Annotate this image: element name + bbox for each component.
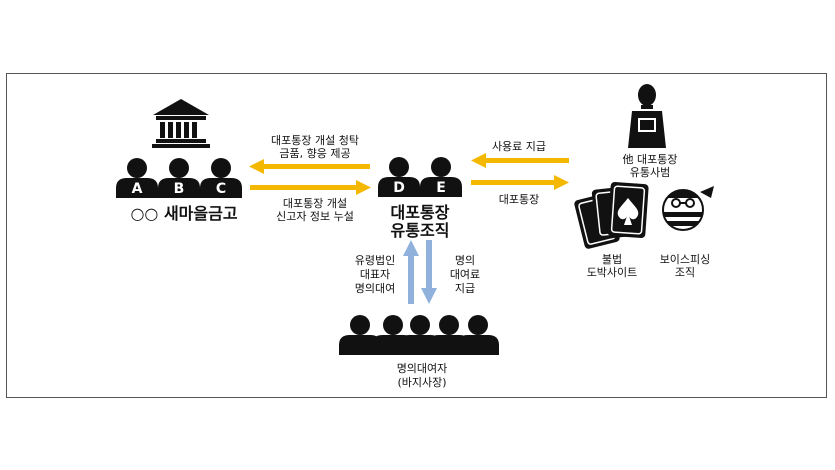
label-down-line3: 지급 [454,282,476,295]
arrow-from-right [471,153,569,168]
phishing-label-line1: 보이스피싱 [659,253,711,266]
label-up-line1: 유령법인 [354,254,396,267]
gambling-label-line1: 불법 [601,253,623,266]
person-letter-e: E [436,180,446,196]
label-from-bank-line1: 대포통장 개설 [282,197,348,210]
arrow-up-to-org [403,240,419,304]
lenders-label-line1: 명의대여자 [396,362,448,375]
diagram-frame [6,73,827,398]
arrow-to-right [471,175,569,190]
person-icon [457,315,499,355]
label-to-bank-line1: 대포통장 개설 청탁 [271,134,359,147]
gambling-label-line2: 도박사이트 [586,266,638,279]
person-letter-a: A [132,181,143,197]
label-bank-account: 대포통장 [498,193,540,206]
person-letter-d: D [393,180,405,196]
bank-name: ○○ 새마을금고 [130,204,238,223]
thief-icon [662,186,714,231]
others-label-line2: 유통사범 [629,166,671,179]
label-from-bank-line2: 신고자 정보 누설 [276,210,354,223]
playing-cards-icon [574,182,649,249]
bank-icon [152,99,210,148]
org-name-line2: 유통조직 [390,221,450,240]
arrow-down-to-lenders [421,240,437,304]
org-name-line1: 대포통장 [390,203,450,222]
others-label-line1: 他 대포통장 [622,153,678,166]
arrow-to-bank [249,159,370,174]
label-to-bank-line2: 금품, 향응 제공 [279,147,351,160]
person-letter-b: B [174,181,185,197]
man-icon [628,84,666,148]
arrow-from-bank [250,180,371,195]
label-up-line2: 대표자 [359,268,391,281]
label-fee-payment: 사용료 지급 [491,140,547,153]
person-letter-c: C [216,181,226,197]
phishing-label-line2: 조직 [674,266,696,279]
label-down-line1: 명의 [454,254,476,267]
lenders-label-line2: (바지사장) [397,376,447,389]
label-down-line2: 대여료 [449,268,481,281]
label-up-line3: 명의대여 [354,282,396,295]
